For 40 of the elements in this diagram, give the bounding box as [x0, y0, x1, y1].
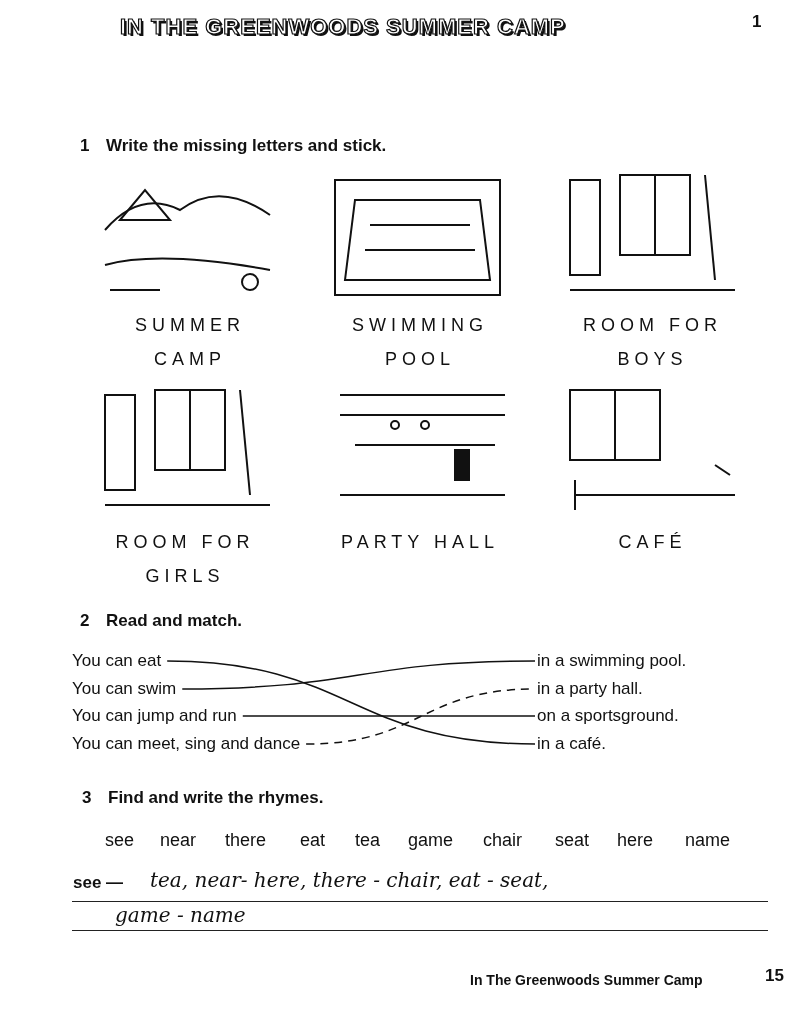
- picture-caption: ROOM FOR BOYS: [582, 314, 723, 371]
- match-phrase: You can meet, sing and dance: [72, 734, 301, 754]
- word: tea: [355, 830, 381, 851]
- match-phrase: in a café.: [537, 734, 606, 754]
- handwritten-answer: tea, near- here, there - chair, eat - seat,: [150, 868, 549, 892]
- example-answer: see —: [73, 873, 124, 893]
- instruction: Read and match.: [106, 611, 243, 631]
- exercise-number: 3: [82, 788, 92, 808]
- word: near: [160, 830, 197, 851]
- word: name: [685, 830, 731, 851]
- match-phrase: You can jump and run: [72, 706, 237, 726]
- match-phrase: You can swim: [72, 679, 177, 699]
- matching-line: [181, 660, 536, 690]
- word: there: [225, 830, 267, 851]
- page-title: IN THE GREENWOODS SUMMER CAMP: [120, 14, 566, 40]
- matching-line: [242, 715, 536, 717]
- picture-caption: SUMMER CAMP: [134, 314, 246, 371]
- instruction: Find and write the rhymes.: [108, 788, 324, 808]
- word: here: [617, 830, 654, 851]
- exercise-number: 1: [80, 136, 90, 156]
- handwritten-answer: game - name: [115, 903, 246, 927]
- match-phrase: in a party hall.: [537, 679, 643, 699]
- match-phrase: in a swimming pool.: [537, 651, 687, 671]
- match-phrase: on a sportsground.: [537, 706, 679, 726]
- word: chair: [483, 830, 522, 851]
- unit-number: 1: [752, 12, 762, 32]
- picture-caption: CAFÉ: [617, 531, 688, 554]
- picture-caption: SWIMMING POOL: [351, 314, 489, 371]
- matching-line: [166, 660, 536, 745]
- exercise-number: 2: [80, 611, 90, 631]
- page-number: 15: [765, 966, 784, 986]
- footer-text: In The Greenwoods Summer Camp: [470, 972, 703, 988]
- match-phrase: You can eat: [72, 651, 162, 671]
- word: eat: [300, 830, 326, 851]
- word: see: [105, 830, 135, 851]
- picture-caption: ROOM FOR GIRLS: [114, 531, 256, 588]
- instruction: Write the missing letters and stick.: [106, 136, 387, 156]
- picture-caption: PARTY HALL: [340, 531, 500, 554]
- word: seat: [555, 830, 590, 851]
- word: game: [408, 830, 454, 851]
